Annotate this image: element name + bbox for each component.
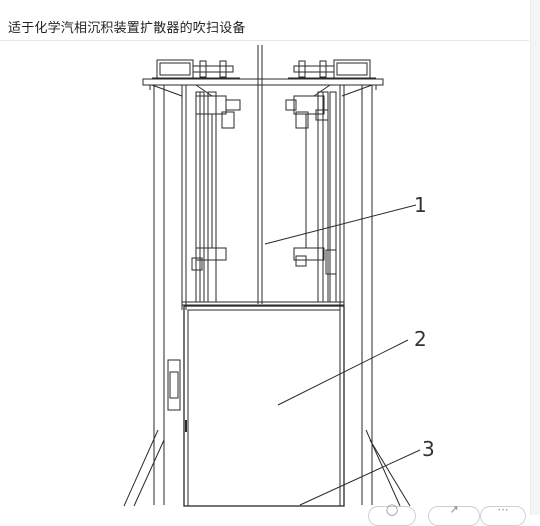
zoom-button[interactable]: ◯ — [368, 503, 416, 526]
patent-drawing: 1 2 3 — [123, 45, 435, 507]
share-button[interactable]: ↗ — [428, 503, 480, 526]
callout-2: 2 — [414, 327, 427, 351]
more-button[interactable]: ⋯ — [480, 503, 526, 526]
callout-3: 3 — [422, 437, 435, 461]
scrollbar[interactable] — [530, 0, 540, 515]
share-icon: ↗ — [449, 503, 459, 516]
more-icon: ⋯ — [497, 503, 509, 516]
zoom-icon: ◯ — [385, 503, 399, 516]
document-title: 适于化学汽相沉积装置扩散器的吹扫设备 — [8, 21, 246, 36]
callout-1: 1 — [414, 193, 427, 217]
title-divider — [0, 40, 529, 41]
